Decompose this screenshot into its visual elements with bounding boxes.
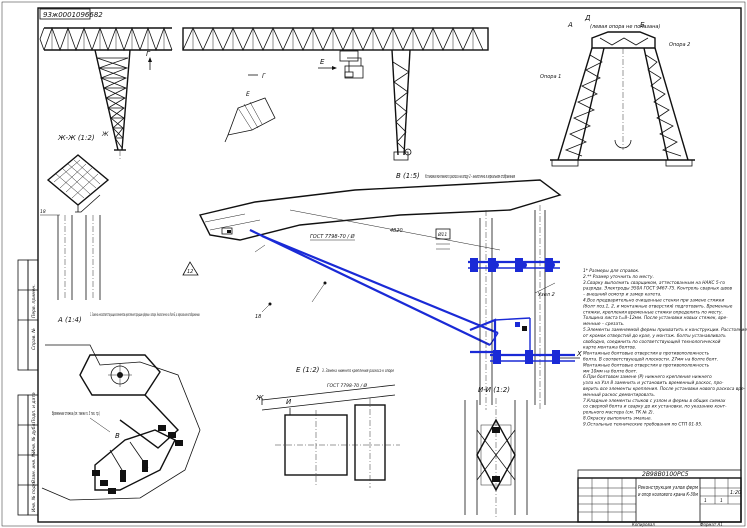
section-zh-zh: Ж-Ж (1:2) 18 — [40, 134, 110, 300]
note-line: мм 10мм на болте болт. — [583, 368, 637, 374]
title-scale: 1:20 — [730, 490, 741, 496]
label-detail-v: В (1:5) — [396, 172, 420, 180]
label-tri-mark: 12 — [187, 269, 193, 275]
note-line: свободно, соединить по соответствующей т… — [583, 339, 721, 345]
note-line: со сверлой болта и сварку до их установк… — [583, 404, 727, 410]
label-view-a: А — [567, 21, 573, 29]
note-line: 7.Кладные элементы стыков с узлом и ферм… — [583, 398, 726, 404]
note-line: от кромок отверстий до края, у монтаж. б… — [583, 333, 726, 339]
title-code: 2B98B0100PC5 — [642, 471, 689, 478]
note-line: стяжки, крепления временные стяжки опред… — [583, 310, 723, 315]
note-line: рольного мастера (см. ТК № 2). — [582, 410, 654, 416]
label-e-dim: ГОСТ 7798-70 / Ø — [327, 382, 368, 389]
note-line: 5.Элементы заменяемой фермы прихватить к… — [583, 327, 747, 333]
label-detail-a-note: 1. Замена несоответствующих элементов кр… — [90, 312, 200, 318]
note-line: – внешний осмотр и замер катета. — [583, 292, 662, 298]
label-axis-x: X — [576, 350, 582, 358]
label-diag-len: 4820 — [390, 228, 403, 234]
note-line: карте монтажа болтов. — [583, 345, 636, 351]
note-line: 6.При болтовом замене (Р) нижнего крепле… — [583, 374, 712, 380]
note-line: 1* Размеры для справок. — [583, 268, 639, 274]
label-support-1: Опора 1 — [540, 74, 561, 80]
technical-notes: 1* Размеры для справок.2.** Размер уточн… — [582, 268, 747, 427]
note-line: разряда. Электроды Э50А ГОСТ 9467-75. Ко… — [582, 286, 733, 292]
title-name-1: Реконструкция узлов ферм — [638, 485, 698, 491]
note-line: Монтажные болтовые отверстия в противопо… — [583, 362, 710, 368]
label-detail-e-note: 3. Замена нижнего крепления раскоса к оп… — [322, 368, 394, 374]
label-view-d: Д — [584, 14, 591, 22]
detail-v: В (1:5) Установка монтажного раскоса на … — [182, 172, 582, 410]
note-line: болта. В соответствующей плоскости. 27мм… — [583, 357, 718, 363]
note-line: менный раскос демонтировать. — [583, 392, 655, 398]
note-line: (болт поз.1, 2, и монтажные отверстия) п… — [583, 303, 733, 309]
note-line: 2.** Размер уточнить по месту. — [583, 274, 654, 280]
bolt-set — [92, 425, 183, 494]
label-view-g: Г — [146, 50, 151, 58]
note-line: менные – срезать. — [583, 322, 624, 327]
title-sheet: 1 — [704, 498, 707, 504]
iso-sketch-g: Е — [224, 91, 276, 143]
label-section-zh: Ж-Ж (1:2) — [57, 134, 95, 142]
side-stamp-5: Взам. инв. № — [31, 452, 37, 483]
title-copied: Копировал — [632, 522, 655, 527]
section-ii: И-И (1:2) — [464, 386, 528, 518]
label-detail-a: А (1:4) — [57, 316, 82, 324]
crane-left-view: Г Ж — [39, 26, 173, 160]
label-support-2: Опора 2 — [669, 42, 690, 48]
detail-a: А (1:4) 1. Замена несоответствующих элем… — [57, 312, 200, 324]
title-sheets: 1 — [720, 498, 723, 504]
label-detail-v-note-1: Установка монтажного раскоса на опору 2 … — [425, 174, 515, 180]
note-line: Толщина листа t=8–12мм. После установки … — [583, 315, 728, 321]
bracket-sketch — [344, 57, 364, 79]
note-line: 9.Остальные технические требования по СТ… — [583, 421, 702, 427]
label-zh-small: 18 — [40, 209, 46, 215]
side-stamp-column: Перв. примен. Справ. № Подп. и дата Инв.… — [17, 259, 39, 516]
detail-e: Е (1:2) 3. Замена нижнего крепления раск… — [255, 366, 400, 488]
note-line: 3.Сварку выполнить сварщиком, аттестован… — [583, 280, 725, 286]
label-dim-top: ГОСТ 7798-70 / Ø — [310, 233, 356, 240]
label-detail-e: Е (1:2) — [296, 366, 320, 374]
note-line: верить все элементы крепления. После уст… — [583, 386, 746, 392]
note-line: 4.Все предварительно очищенные стенки пр… — [583, 298, 724, 304]
label-iso-e: Е — [246, 91, 250, 98]
side-stamp-3: Подп. и дата — [31, 392, 37, 423]
crane-end-view: Д (левая опора не показана) А Б Опора 1 … — [540, 14, 695, 167]
side-stamp-1: Перв. примен. — [31, 284, 37, 318]
label-callout-18: 18 — [255, 314, 261, 320]
title-name-2: и опор козлового крана К-30м — [638, 492, 698, 498]
label-cut-i: И — [286, 398, 292, 406]
label-view-b: Б — [640, 21, 645, 29]
label-post-fit: Ø11 — [437, 231, 447, 238]
detail-b-bottom: В Временная стяжка (см. также п. 3 тех. … — [41, 344, 201, 501]
label-view-d-note: (левая опора не показана) — [590, 24, 660, 30]
side-stamp-2: Справ. № — [31, 328, 37, 350]
corner-stamp-text: 93ж0001096682 — [43, 11, 103, 19]
label-view-e-arrow: Е — [320, 58, 325, 66]
crane-span-view: Е Г — [182, 27, 489, 161]
label-cut-zh-small: Ж — [101, 131, 109, 138]
note-line: Монтажные болтовые отверстия в противопо… — [583, 351, 710, 357]
corner-stamp-box — [39, 8, 91, 20]
label-v-circle: В — [115, 432, 120, 440]
label-view-g-arrow: Г — [262, 73, 266, 80]
title-format: Формат А1 — [700, 522, 723, 527]
label-cut-zh: Ж — [255, 394, 264, 402]
label-support2: Узел 2 — [538, 292, 555, 298]
note-line: 8.Окраску выполнить эмалью. — [583, 416, 652, 422]
title-block: 2B98B0100PC5 Реконструкция узлов ферм и … — [577, 469, 742, 527]
label-section-ii: И-И (1:2) — [478, 386, 510, 394]
side-stamp-7: Инв. № подл. — [31, 481, 37, 512]
side-stamp-4: Инв. № дубл. — [31, 422, 37, 453]
label-brace-note: Временная стяжка (см. также п. 3 тех. тр… — [52, 411, 100, 417]
note-line: узла на Узл 8 заменить и установить врем… — [582, 380, 724, 386]
